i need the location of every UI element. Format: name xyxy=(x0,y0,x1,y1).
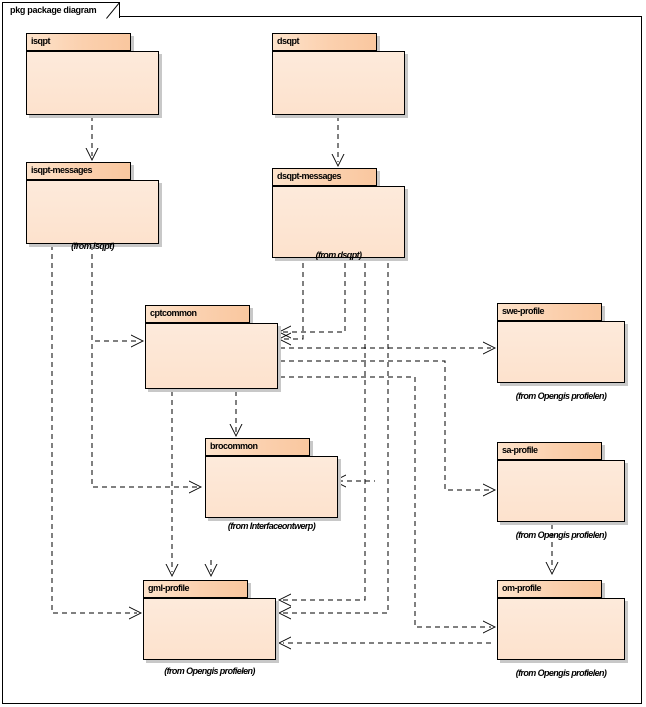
package-label-cptcommon: cptcommon xyxy=(150,308,197,318)
frame-tab-slope-icon xyxy=(106,2,120,19)
diagram-frame xyxy=(2,16,642,704)
package-label-dsqpt-messages: dsqpt-messages xyxy=(277,171,342,181)
package-body-om-profile[interactable] xyxy=(497,598,625,660)
package-tab-dsqpt[interactable] xyxy=(272,33,377,51)
package-body-isqpt-messages[interactable] xyxy=(26,180,159,244)
package-origin-sa-profile: (from Opengis profielen) xyxy=(515,530,607,540)
package-label-isqpt-messages: isqpt-messages xyxy=(31,165,93,175)
package-label-gml-profile: gml-profile xyxy=(148,583,190,593)
package-label-om-profile: om-profile xyxy=(502,583,542,593)
package-tab-gml-profile[interactable] xyxy=(143,580,248,598)
package-origin-isqpt-messages: (from isqpt) xyxy=(71,241,114,251)
package-body-dsqpt-messages[interactable] xyxy=(272,186,405,258)
package-tab-isqpt[interactable] xyxy=(26,33,131,51)
diagram-frame-label: pkg package diagram xyxy=(10,5,97,15)
package-label-sa-profile: sa-profile xyxy=(502,445,538,455)
package-tab-isqpt-messages[interactable] xyxy=(26,162,131,180)
package-tab-swe-profile[interactable] xyxy=(497,303,602,321)
package-body-brocommon[interactable] xyxy=(205,456,338,518)
package-tab-sa-profile[interactable] xyxy=(497,442,602,460)
package-body-swe-profile[interactable] xyxy=(497,321,625,383)
package-tab-brocommon[interactable] xyxy=(205,438,310,456)
package-body-sa-profile[interactable] xyxy=(497,460,625,522)
package-origin-om-profile: (from Opengis profielen) xyxy=(515,668,607,678)
package-origin-swe-profile: (from Opengis profielen) xyxy=(515,391,607,401)
package-tab-dsqpt-messages[interactable] xyxy=(272,168,377,186)
package-origin-brocommon: (from Interfaceontwerp) xyxy=(227,521,316,531)
package-label-dsqpt: dsqpt xyxy=(277,36,300,46)
package-body-gml-profile[interactable] xyxy=(143,598,276,660)
package-origin-dsqpt-messages: (from dsqpt) xyxy=(315,250,362,260)
package-label-brocommon: brocommon xyxy=(210,441,258,451)
package-origin-gml-profile: (from Opengis profielen) xyxy=(164,666,255,676)
package-tab-cptcommon[interactable] xyxy=(145,305,250,323)
package-label-swe-profile: swe-profile xyxy=(502,306,545,316)
package-body-dsqpt[interactable] xyxy=(272,51,405,115)
package-body-cptcommon[interactable] xyxy=(145,323,278,389)
package-body-isqpt[interactable] xyxy=(26,51,159,115)
diagram-frame-tab: pkg package diagram xyxy=(2,2,120,19)
package-label-isqpt: isqpt xyxy=(31,36,51,46)
package-tab-om-profile[interactable] xyxy=(497,580,602,598)
